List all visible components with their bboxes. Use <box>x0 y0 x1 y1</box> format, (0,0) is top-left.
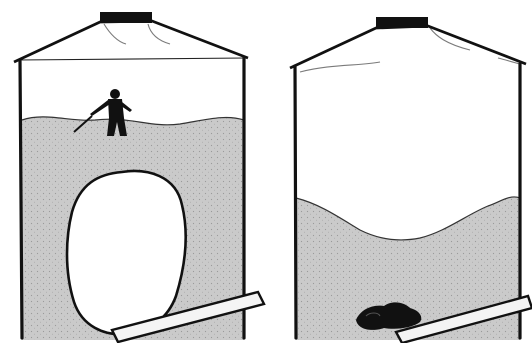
right-bin-left-wall <box>295 66 296 338</box>
right-bin-roof <box>290 26 526 68</box>
left-bin-roof <box>14 21 248 62</box>
left-grain-cavity <box>67 171 186 334</box>
left-bin-eave <box>18 58 246 60</box>
right-roof-hatch <box>376 17 428 28</box>
left-grain-bin <box>14 12 264 342</box>
left-bin-left-wall <box>20 60 22 338</box>
left-roof-hatch <box>100 12 152 23</box>
right-grain-bin <box>290 17 532 343</box>
